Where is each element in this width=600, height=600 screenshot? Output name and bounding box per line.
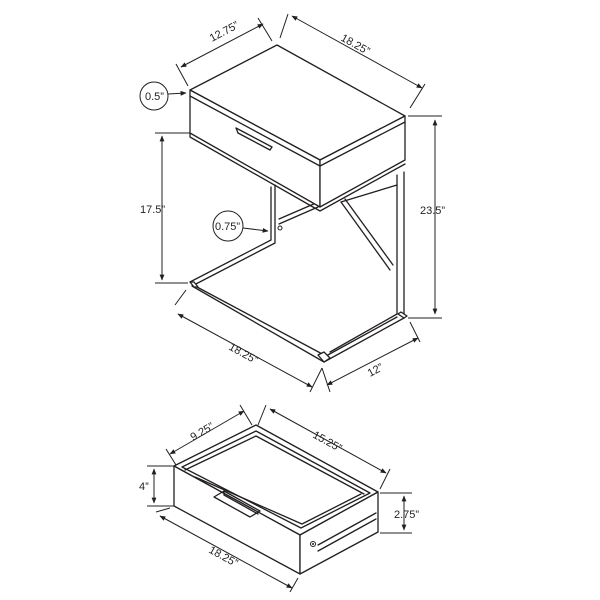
label-base-width: 12” xyxy=(366,361,386,379)
drawer-drawing xyxy=(173,424,379,575)
label-top-thickness: 0.5” xyxy=(145,91,164,103)
label-table-height: 23.5” xyxy=(420,205,445,217)
label-drawer-width: 9.25” xyxy=(189,421,217,444)
label-drawer-depth: 15.25” xyxy=(311,429,344,455)
table-top xyxy=(189,44,406,212)
label-top-width: 12.75” xyxy=(208,19,241,44)
callout-frame-tube: 0.75” xyxy=(212,210,269,242)
side-table-drawing xyxy=(189,44,408,363)
label-drawer-inner-height: 2.75” xyxy=(394,509,419,521)
callout-top-thickness: 0.5” xyxy=(139,81,187,111)
dim-table-height: 23.5” xyxy=(408,115,445,319)
label-drawer-height: 4” xyxy=(139,481,149,493)
dim-drawer-clearance: 17.5” xyxy=(140,132,190,284)
label-base-length: 18.25” xyxy=(227,341,260,367)
dim-base-width: 12” xyxy=(321,321,421,393)
dim-drawer-inner-height: 2.75” xyxy=(380,492,419,534)
label-drawer-length: 18.25” xyxy=(207,544,240,570)
label-frame-tube: 0.75” xyxy=(215,221,240,233)
table-frame xyxy=(189,171,408,363)
label-drawer-clearance: 17.5” xyxy=(140,204,165,216)
label-top-depth: 18.25” xyxy=(339,32,372,58)
dim-base-length: 18.25” xyxy=(174,289,323,393)
dim-drawer-height: 4” xyxy=(139,465,174,507)
